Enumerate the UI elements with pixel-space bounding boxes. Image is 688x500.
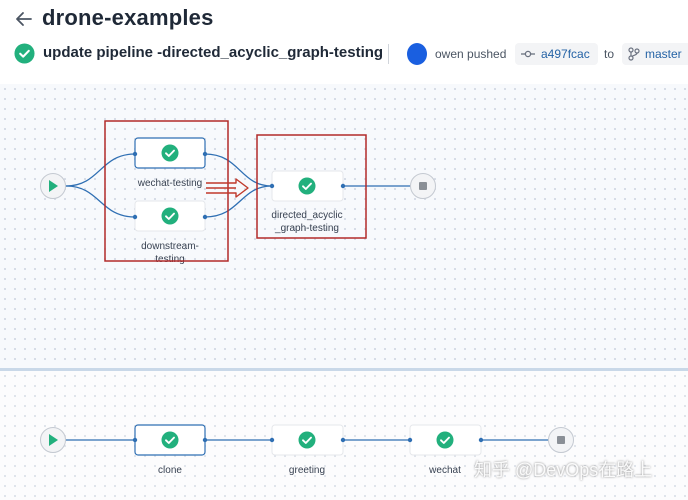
edge-wechat-dag — [204, 153, 273, 187]
edge-start-downstream — [65, 185, 136, 218]
success-check-icon — [14, 43, 35, 64]
end-node[interactable] — [410, 173, 436, 199]
pipeline-node-label: directed_acyclic — [271, 210, 342, 221]
start-node[interactable] — [40, 427, 66, 453]
header: drone-examples update pipeline -directed… — [0, 0, 688, 84]
watermark: 知乎 @DevOps在路上 — [474, 460, 653, 480]
pipeline-node-directed-acyclic-graph-testing[interactable]: directed_acyclic _graph-testing — [269, 170, 346, 234]
pipeline-node-label-line2: testing — [155, 254, 184, 265]
stop-icon — [557, 436, 565, 444]
author-pushed-text: owen pushed — [435, 47, 507, 61]
highlight-box-dag — [256, 134, 367, 239]
highlight-box-parallel — [104, 120, 229, 262]
commit-icon — [521, 50, 535, 58]
step-node-label: wechat — [428, 465, 461, 476]
step-node-wechat[interactable]: wechat — [407, 424, 484, 476]
success-check-icon — [298, 177, 316, 195]
avatar[interactable] — [407, 43, 427, 65]
branch-link[interactable]: master — [622, 43, 688, 65]
edge-downstream-dag — [204, 185, 273, 218]
build-title: update pipeline -directed_acyclic_graph-… — [43, 44, 384, 61]
play-icon — [49, 434, 58, 446]
branch-icon — [628, 47, 640, 61]
step-graph: clone greeting wechat — [40, 424, 574, 476]
pipeline-node-downstream-testing[interactable]: downstream- testing — [132, 200, 208, 265]
repo-title: drone-examples — [42, 5, 214, 30]
pipeline-node-label-line2: _graph-testing — [274, 223, 339, 234]
step-graph-panel: clone greeting wechat — [0, 371, 688, 500]
success-check-icon — [436, 431, 454, 449]
to-label: to — [604, 47, 615, 61]
end-node[interactable] — [548, 427, 574, 453]
header-divider — [388, 44, 389, 64]
success-check-icon — [161, 431, 179, 449]
step-node-label: clone — [158, 465, 182, 476]
stop-icon — [419, 182, 427, 190]
success-check-icon — [161, 144, 179, 162]
success-check-icon — [298, 431, 316, 449]
branch-name: master — [645, 47, 682, 61]
pipeline-node-label: downstream- — [141, 241, 199, 252]
annotation-arrow-icon — [206, 178, 249, 198]
success-check-icon — [161, 207, 179, 225]
pipeline-graph: wechat-testing downstream- testing direc… — [40, 120, 436, 265]
step-node-greeting[interactable]: greeting — [269, 424, 346, 476]
panel-separator — [0, 368, 688, 371]
edge-start-wechat — [65, 153, 136, 187]
back-arrow-icon[interactable] — [14, 9, 34, 29]
start-node[interactable] — [40, 173, 66, 199]
pipeline-node-wechat-testing[interactable]: wechat-testing — [132, 137, 208, 189]
play-icon — [49, 180, 58, 192]
step-node-label: greeting — [289, 465, 325, 476]
commit-link[interactable]: a497fcac — [515, 43, 598, 65]
step-node-clone[interactable]: clone — [132, 424, 208, 476]
commit-sha: a497fcac — [541, 47, 590, 61]
pipeline-graph-panel: wechat-testing downstream- testing direc… — [0, 84, 688, 368]
pipeline-node-label: wechat-testing — [137, 178, 202, 189]
